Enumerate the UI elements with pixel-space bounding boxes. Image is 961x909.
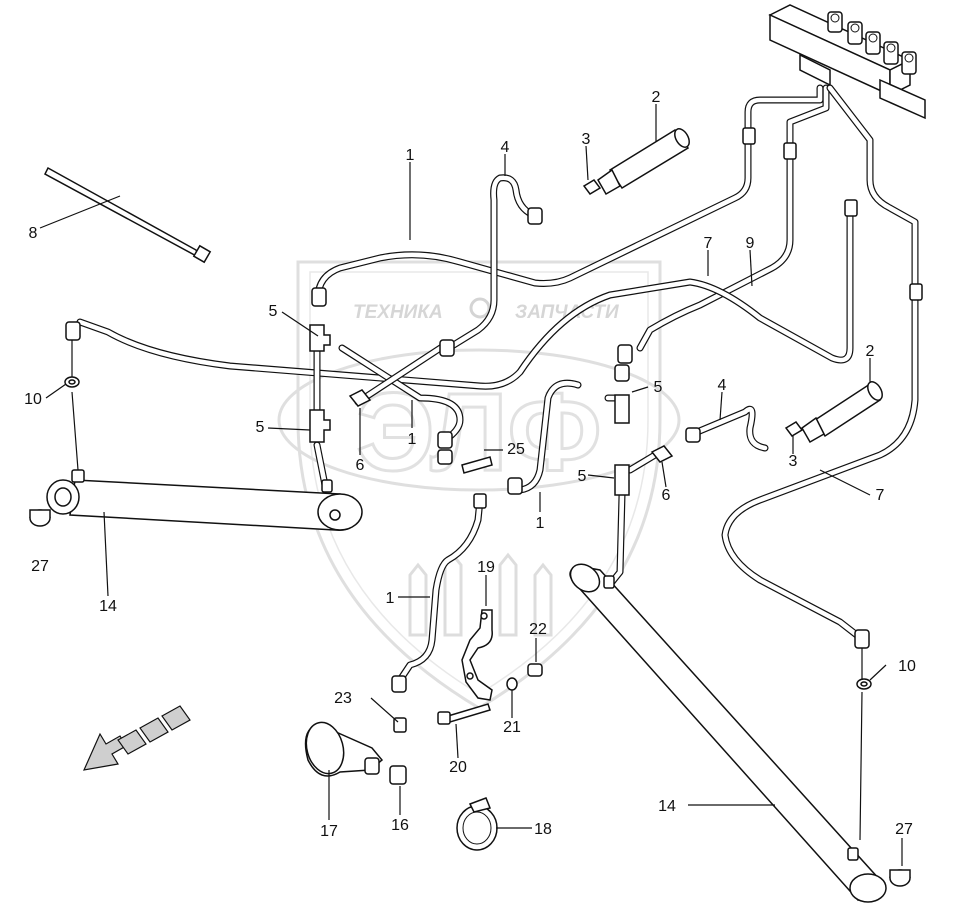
tee-fitting-5d — [614, 464, 630, 496]
nut-fitting-lower2 — [437, 449, 453, 465]
callout-1-mid: 1 — [408, 431, 417, 448]
callout-27-right: 27 — [895, 821, 913, 838]
callout-5-b: 5 — [256, 419, 265, 436]
accumulator-2b — [801, 381, 883, 444]
pipes — [71, 84, 919, 841]
callout-17: 17 — [320, 823, 338, 840]
fitting-3b — [784, 421, 804, 437]
watermark-center-text: ЭЛФ — [356, 371, 601, 494]
adapter-6a — [348, 389, 372, 407]
callout-5-c: 5 — [654, 379, 663, 396]
washer-21 — [506, 677, 518, 691]
callout-6-left: 6 — [356, 457, 365, 474]
tee-fitting-25 — [461, 456, 493, 474]
callout-14-left: 14 — [99, 598, 117, 615]
washer-10b — [856, 678, 872, 690]
callout-18: 18 — [534, 821, 552, 838]
washer-10a — [64, 376, 80, 388]
bolt-20 — [437, 703, 491, 725]
nut-fitting-top — [527, 207, 543, 225]
callout-1-top: 1 — [406, 147, 415, 164]
elbow-fitting-left — [65, 321, 81, 341]
callout-3-right: 3 — [789, 453, 798, 470]
nut-22 — [527, 663, 543, 677]
fitting-16 — [389, 765, 407, 785]
callout-7-right: 7 — [876, 487, 885, 504]
nut-fitting-center — [507, 477, 523, 495]
callout-10-left: 10 — [24, 391, 42, 408]
valve-fitting-1 — [742, 127, 756, 145]
callout-9: 9 — [746, 235, 755, 252]
elbow-fitting — [311, 287, 327, 307]
clamp-18 — [456, 797, 498, 851]
callout-1-bottom: 1 — [386, 590, 395, 607]
callout-22: 22 — [529, 621, 547, 638]
elbow-fitting-right — [854, 629, 870, 649]
nut-fitting-25 — [473, 493, 487, 509]
callout-27-left: 27 — [31, 558, 49, 575]
watermark-left-text: ТЕХНИКА — [353, 302, 443, 323]
callout-7-top: 7 — [704, 235, 713, 252]
callout-4-right: 4 — [718, 377, 727, 394]
callout-5-d: 5 — [578, 468, 587, 485]
bracket-19 — [461, 609, 493, 701]
callout-3-top: 3 — [582, 131, 591, 148]
nut-fitting-mid2 — [614, 364, 630, 382]
fitting-3a — [582, 179, 602, 195]
watermark: ТЕХНИКА ЗАПЧАСТИ ЭЛФ — [277, 260, 681, 710]
callouts: 1 2 3 4 8 5 7 9 10 5 1 6 25 2 4 5 3 5 6 … — [24, 89, 916, 840]
filter-17 — [304, 721, 384, 777]
valve-fitting-4 — [909, 283, 923, 301]
watermark-gear-icon — [469, 297, 491, 319]
callout-4-top: 4 — [501, 139, 510, 156]
callout-20: 20 — [449, 759, 467, 776]
cylinder-right — [569, 563, 887, 903]
callout-8: 8 — [29, 225, 38, 242]
callout-16: 16 — [391, 817, 409, 834]
cable-tie — [44, 166, 212, 264]
cylinder-left — [46, 469, 363, 531]
callout-25: 25 — [507, 441, 525, 458]
callout-14-right: 14 — [658, 798, 676, 815]
bushing-27b — [889, 869, 911, 887]
tee-fitting-5c — [614, 394, 630, 424]
callout-2-right: 2 — [866, 343, 875, 360]
nut-fitting-right — [685, 427, 701, 443]
nut-fitting-mid — [617, 344, 633, 364]
callout-5-a: 5 — [269, 303, 278, 320]
watermark-right-text: ЗАПЧАСТИ — [515, 302, 619, 323]
accumulator-2a — [597, 128, 690, 196]
nut-fitting-bottom — [391, 675, 407, 693]
adapter-6b — [650, 445, 674, 463]
valve-fitting-3 — [844, 199, 858, 217]
direction-arrow-icon — [82, 705, 191, 771]
valve-fitting-2 — [783, 142, 797, 160]
callout-10-right: 10 — [898, 658, 916, 675]
nut-fitting-lower — [437, 431, 453, 449]
callout-21: 21 — [503, 719, 521, 736]
callout-6-right: 6 — [662, 487, 671, 504]
fittings — [65, 127, 923, 693]
bushing-27a — [29, 509, 51, 527]
callout-2-top: 2 — [652, 89, 661, 106]
callout-1-right: 1 — [536, 515, 545, 532]
control-valve-block — [768, 4, 926, 120]
leader-lines — [39, 104, 903, 866]
callout-19: 19 — [477, 559, 495, 576]
tee-fitting-5b — [309, 409, 331, 443]
callout-23: 23 — [334, 690, 352, 707]
nut-fitting — [439, 339, 455, 357]
tee-fitting-5a — [309, 324, 331, 352]
